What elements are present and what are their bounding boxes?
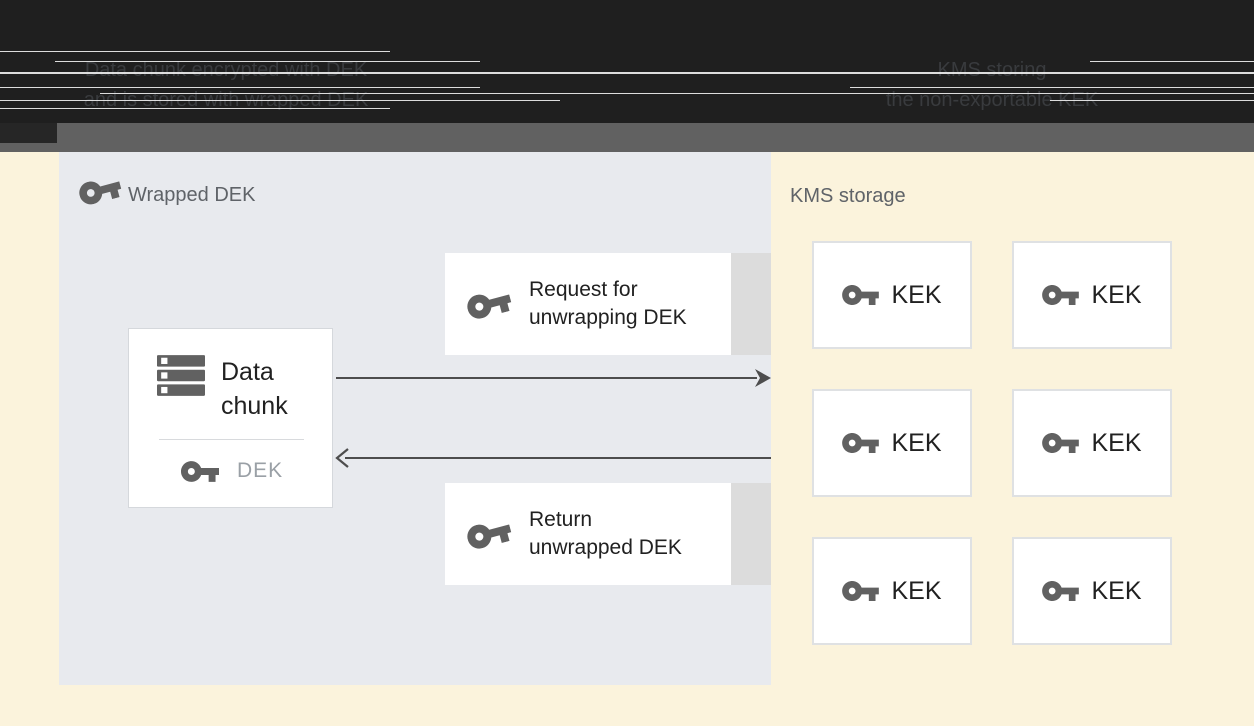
caption-left-line1: Data chunk encrypted with DEK <box>84 59 368 81</box>
artifact-line <box>1050 100 1254 101</box>
kek-label: KEK <box>891 280 942 309</box>
kms-storage-label: KMS storage <box>790 185 906 207</box>
dek-label: DEK <box>237 459 284 482</box>
request-unwrapping-dek-box: Request for unwrapping DEK <box>445 253 731 355</box>
dek-row: DEK <box>181 459 283 483</box>
kek-label: KEK <box>1091 576 1142 605</box>
artifact-line <box>0 87 480 88</box>
key-icon <box>1042 581 1080 601</box>
request-box-line2: unwrapping DEK <box>529 306 687 329</box>
artifact-line <box>0 51 390 52</box>
artifact-line <box>0 108 390 109</box>
data-chunk-line2: chunk <box>221 392 288 420</box>
artifact-line <box>1090 61 1254 62</box>
dark-tab <box>0 123 57 143</box>
arrow-request-line <box>336 377 757 379</box>
request-box-text: Request for unwrapping DEK <box>529 276 687 332</box>
arrow-return-line <box>345 457 771 459</box>
key-icon <box>1042 285 1080 305</box>
key-icon <box>842 581 880 601</box>
artifact-line <box>0 100 560 101</box>
request-box-strip <box>731 253 771 355</box>
header: Data chunk encrypted with DEK and is sto… <box>0 0 1254 123</box>
key-icon <box>181 460 219 482</box>
artifact-line <box>850 87 1254 88</box>
kek-label: KEK <box>891 576 942 605</box>
artifact-line <box>100 93 1254 94</box>
kek-card: KEK <box>812 389 972 497</box>
kek-card: KEK <box>1012 537 1172 645</box>
kek-card: KEK <box>1012 389 1172 497</box>
key-icon <box>464 286 514 322</box>
artifact-line <box>55 61 480 62</box>
request-box-line1: Request for <box>529 278 638 301</box>
artifact-line <box>0 72 1254 74</box>
key-icon <box>842 285 880 305</box>
return-box-line1: Return <box>529 508 593 531</box>
kek-card: KEK <box>812 537 972 645</box>
storage-icon <box>157 355 205 397</box>
data-chunk-title: Data chunk <box>221 355 288 423</box>
caption-right-line2: the non-exportable KEK <box>885 89 1099 111</box>
wrapped-dek-label: Wrapped DEK <box>128 184 256 206</box>
key-icon <box>1042 433 1080 453</box>
return-box-strip <box>731 483 771 585</box>
kek-label: KEK <box>1091 280 1142 309</box>
key-icon <box>464 516 514 552</box>
data-chunk-row: Data chunk <box>157 355 288 423</box>
data-chunk-line1: Data <box>221 358 274 386</box>
kek-label: KEK <box>1091 428 1142 457</box>
data-chunk-divider <box>159 439 304 440</box>
data-chunk-box: Data chunk DEK <box>128 328 333 508</box>
return-box-text: Return unwrapped DEK <box>529 506 682 562</box>
kek-label: KEK <box>891 428 942 457</box>
kek-card: KEK <box>1012 241 1172 349</box>
divider-band <box>0 123 1254 152</box>
caption-left: Data chunk encrypted with DEK and is sto… <box>0 55 452 115</box>
return-unwrapped-dek-box: Return unwrapped DEK <box>445 483 731 585</box>
kek-card: KEK <box>812 241 972 349</box>
arrow-right-head-icon <box>755 369 771 387</box>
return-box-line2: unwrapped DEK <box>529 536 682 559</box>
key-icon <box>842 433 880 453</box>
arrow-left-head-icon <box>335 448 350 468</box>
caption-right: KMS storing the non-exportable KEK <box>864 55 1120 115</box>
caption-right-line1: KMS storing <box>937 59 1047 81</box>
